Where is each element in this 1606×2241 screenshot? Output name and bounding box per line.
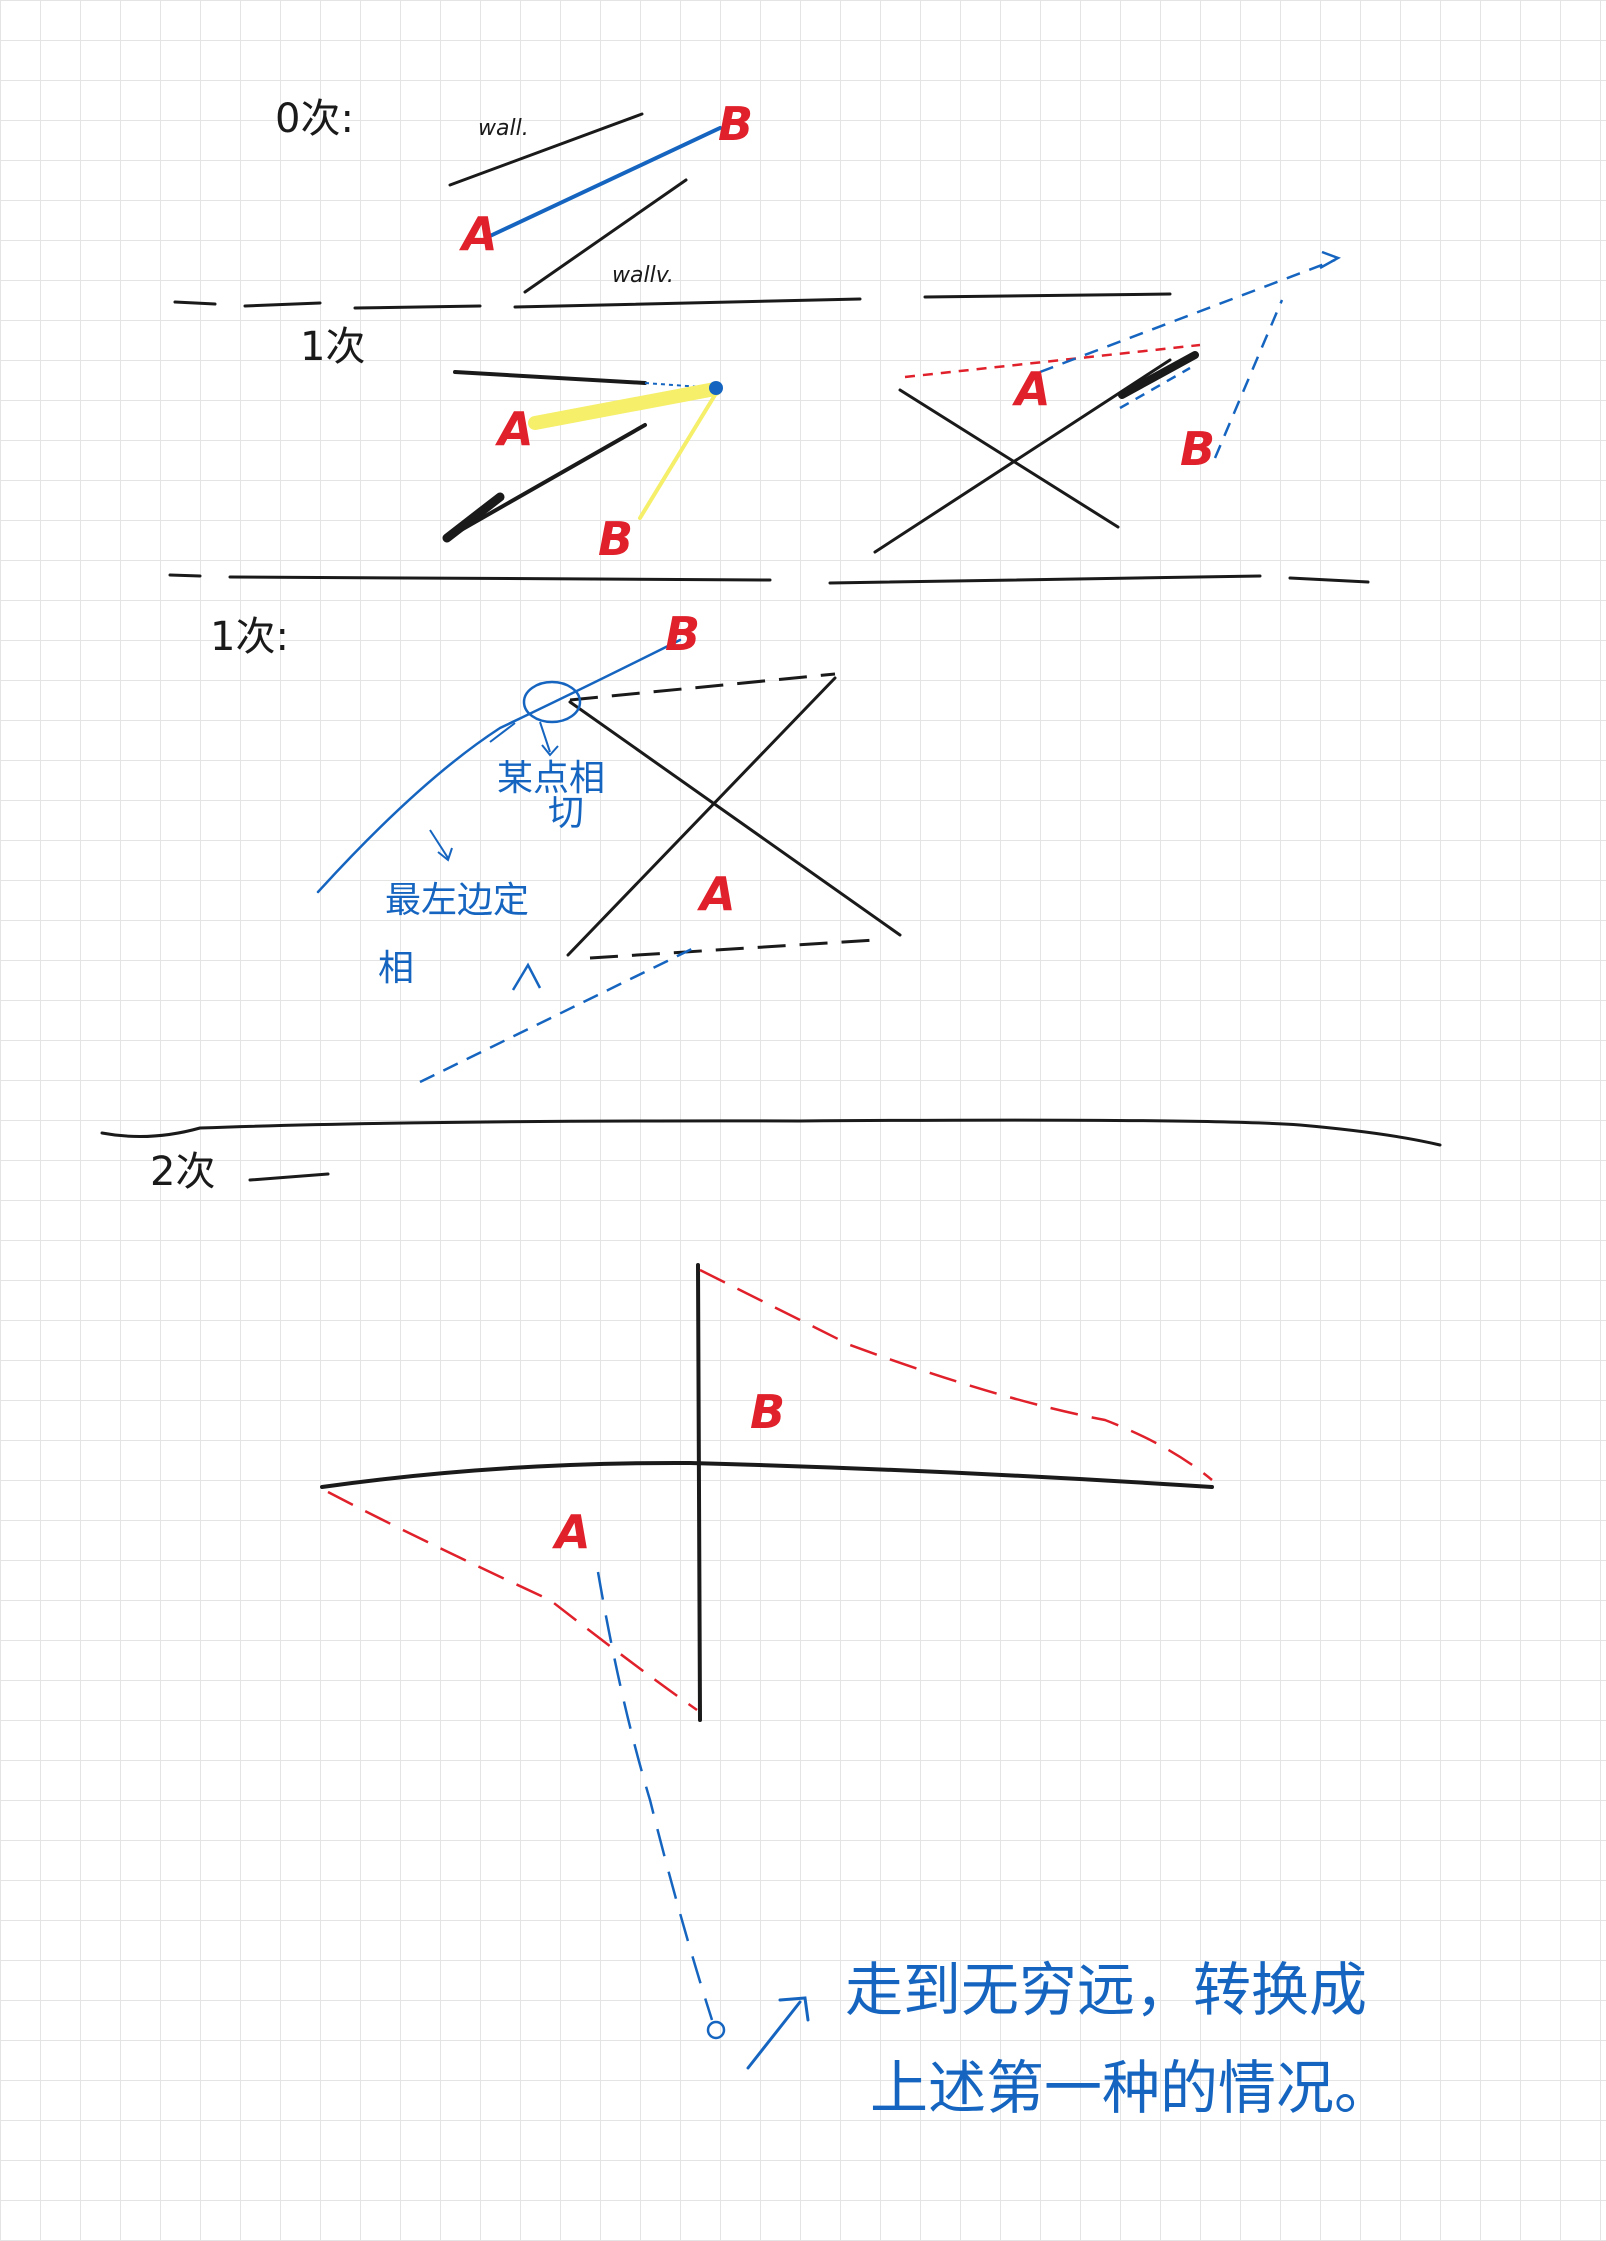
left-lower-wall-thick: [442, 492, 505, 543]
left-b-label: B: [598, 512, 633, 566]
yellow-ray-a: [528, 382, 722, 430]
right-blue-dashed-b: [1213, 299, 1284, 459]
segment-ab-line: [488, 126, 722, 238]
blue-dashed-bottom-ray: [419, 943, 701, 1084]
note-tangent-1: 某点相: [497, 758, 605, 799]
label-b-top: B: [665, 607, 700, 661]
wall-top-label: wall.: [478, 116, 529, 141]
section-1x: 1次: B A 某点相 切 最左边定 相: [210, 607, 902, 1084]
section-1-title: 1次: [300, 324, 365, 370]
tangent-arrow-icon: [489, 722, 516, 743]
section-2-dash: [248, 1172, 330, 1182]
red-dashed-a-boundary: [327, 1490, 698, 1712]
note-tangent-2: 切: [548, 793, 584, 834]
section-0: 0次: wall. wallv. A B: [275, 96, 753, 294]
up-arrow-icon: [511, 962, 542, 991]
wall-bottom-label: wallv.: [612, 263, 674, 288]
note-left-2: 相: [378, 948, 414, 989]
label-a: A: [552, 1505, 591, 1559]
right-blue-dashed-ray: [1039, 258, 1336, 374]
focus-point: [709, 381, 723, 395]
left-a-label: A: [495, 402, 534, 456]
note-line-2: 上述第一种的情况。: [870, 2054, 1392, 2122]
right-cross-line-1-thick: [1118, 351, 1199, 399]
right-a-label: A: [1012, 362, 1051, 416]
vertical-wall: [696, 1263, 702, 1722]
right-b-label: B: [1180, 422, 1215, 476]
section-1: 1次 A B A B: [300, 250, 1341, 566]
divider-1: [173, 292, 1172, 310]
note-arrow-icon: [746, 1996, 810, 2070]
note-arrow-icon: [429, 829, 453, 862]
cross-line-a: [568, 700, 902, 937]
left-lower-wall: [445, 423, 647, 540]
note-left-1: 最左边定: [385, 880, 529, 921]
right-blue-dashed-short: [1119, 366, 1191, 410]
label-b: B: [750, 1385, 785, 1439]
cross-line-b: [566, 676, 837, 957]
bottom-dashed-wall: [589, 938, 876, 960]
right-blue-arrowhead-icon: [1319, 250, 1341, 270]
wall-bottom-line: [523, 178, 688, 294]
label-a-middle: A: [697, 867, 736, 921]
horizontal-wall: [320, 1460, 1214, 1489]
blue-curve-top: [316, 638, 682, 894]
top-dashed-wall: [569, 672, 836, 702]
section-2: 2次 B A 走到无穷远，转换成 上述第一种的情况。: [150, 1149, 1392, 2122]
section-0-title: 0次:: [275, 96, 354, 142]
note-line-1: 走到无穷远，转换成: [845, 1956, 1367, 2024]
blue-dashed-ray-to-infinity: [596, 1571, 714, 2021]
divider-3: [100, 1118, 1442, 1147]
down-arrow-icon: [539, 721, 559, 757]
infinity-point: [706, 2020, 726, 2040]
yellow-ray-b: [638, 393, 717, 520]
tangent-circle: [522, 680, 582, 724]
section-1x-title: 1次:: [210, 614, 289, 660]
point-b-label: B: [718, 97, 753, 151]
left-upper-wall: [453, 370, 647, 385]
section-2-title: 2次: [150, 1149, 215, 1195]
right-cross-line-2: [898, 388, 1120, 529]
red-dashed-b-boundary: [699, 1268, 1213, 1481]
point-a-label: A: [459, 207, 498, 261]
right-red-dashed-top: [904, 343, 1201, 379]
wall-top-line: [448, 112, 644, 187]
divider-2: [168, 573, 1370, 585]
